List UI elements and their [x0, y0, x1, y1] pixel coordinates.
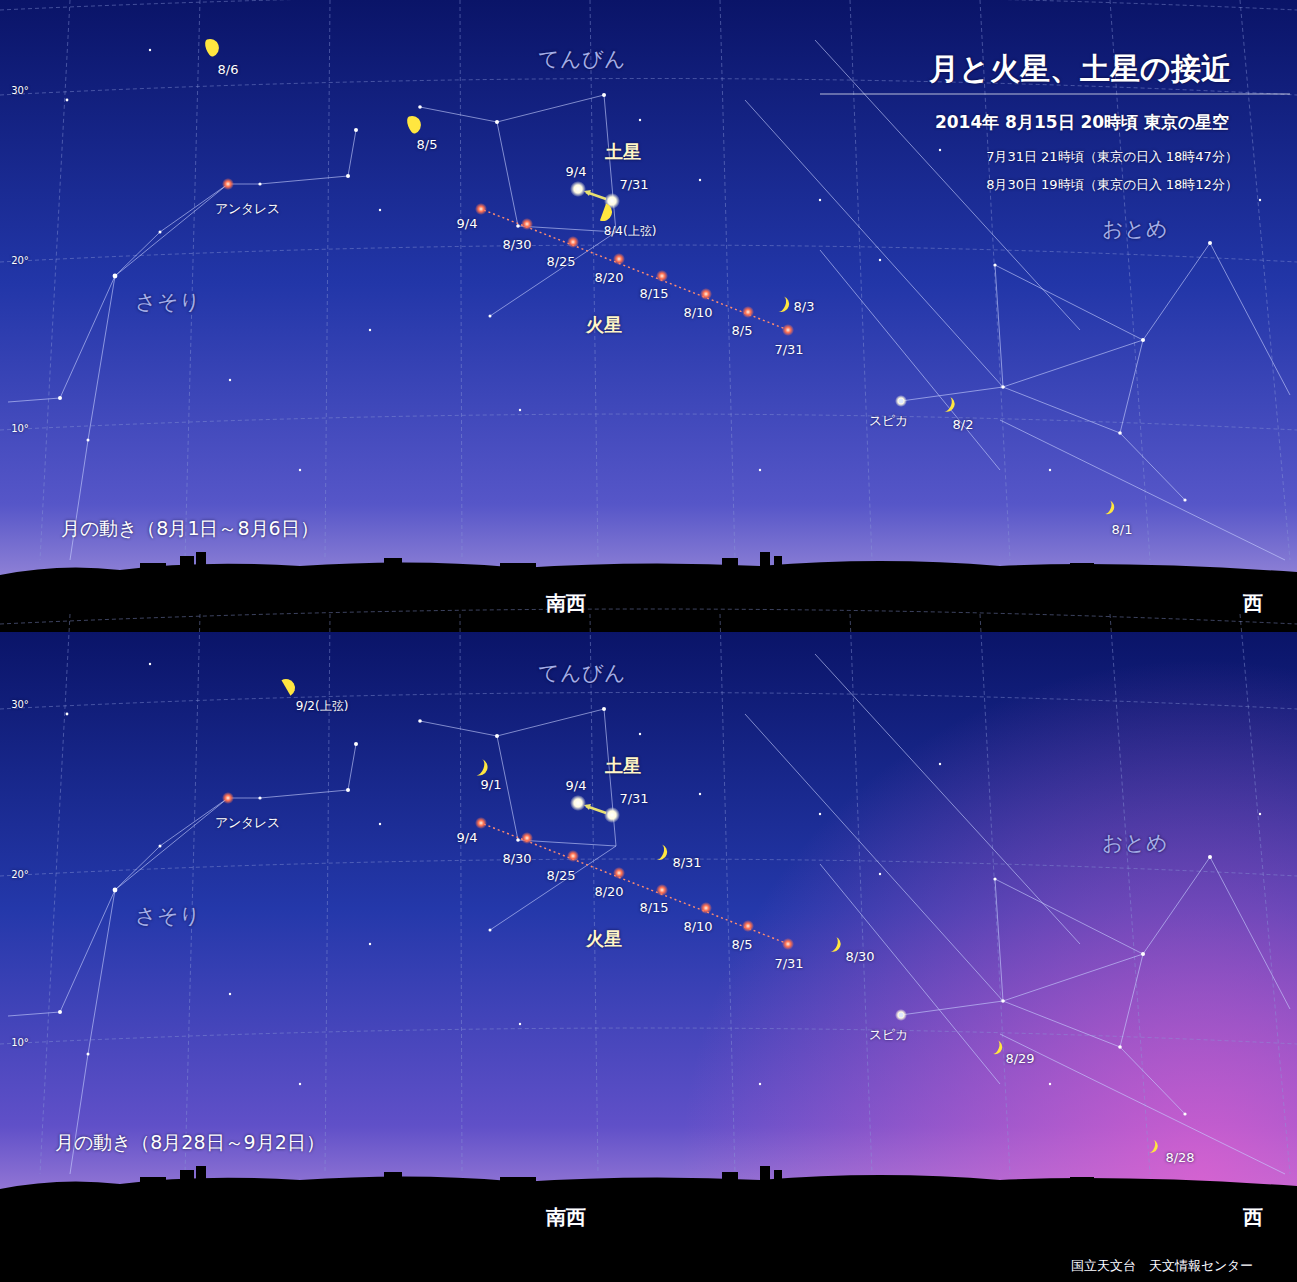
date-label: 7/31	[619, 792, 648, 806]
date-label: 9/4	[457, 217, 478, 231]
panel-top	[0, 0, 1297, 632]
panel-caption: 月の動き（8月28日～9月2日）	[55, 1132, 324, 1153]
date-label: 7/31	[774, 957, 803, 971]
altitude-mark: 10°	[11, 423, 29, 434]
altitude-mark: 20°	[11, 255, 29, 266]
planet-name: 火星	[586, 315, 622, 335]
star-name: アンタレス	[215, 202, 280, 216]
date-label: 8/20	[594, 271, 623, 285]
date-label: 8/15	[639, 901, 668, 915]
date-label: 9/4	[566, 779, 587, 793]
moon-date: 8/31	[672, 856, 701, 870]
star-name: スピカ	[869, 1028, 908, 1042]
date-label: 8/30	[502, 852, 531, 866]
altitude-mark: 20°	[11, 869, 29, 880]
direction-label: 西	[1243, 592, 1263, 614]
date-label: 8/25	[546, 255, 575, 269]
sky-bottom	[0, 630, 1297, 1250]
date-label: 7/31	[619, 178, 648, 192]
panel-caption: 月の動き（8月1日～8月6日）	[61, 518, 318, 539]
date-label: 7/31	[774, 343, 803, 357]
moon-date: 8/5	[417, 138, 438, 152]
moon-date: 8/6	[218, 63, 239, 77]
moon-date: 8/1	[1112, 523, 1133, 537]
subtitle: 2014年 8月15日 20時頃 東京の星空	[935, 113, 1229, 132]
date-label: 8/20	[594, 885, 623, 899]
altitude-mark: 30°	[11, 699, 29, 710]
moon-date: 8/29	[1005, 1052, 1034, 1066]
date-label: 8/25	[546, 869, 575, 883]
sky-top	[0, 0, 1297, 630]
altitude-mark: 30°	[11, 85, 29, 96]
altitude-mark: 10°	[11, 1037, 29, 1048]
date-label: 8/30	[502, 238, 531, 252]
time-note: 7月31日 21時頃（東京の日入 18時47分）	[986, 150, 1238, 164]
constellation-name: おとめ	[1102, 832, 1168, 855]
constellation-name: さそり	[135, 291, 201, 314]
date-label: 9/4	[457, 831, 478, 845]
panel-bottom	[0, 609, 1297, 1246]
direction-label: 西	[1243, 1206, 1263, 1228]
date-label: 8/5	[732, 938, 753, 952]
moon-date: 8/2	[953, 418, 974, 432]
footer-strip	[0, 1246, 1297, 1282]
planet-name: 火星	[586, 929, 622, 949]
moon-date: 9/1	[481, 778, 502, 792]
credit: 国立天文台 天文情報センター	[1071, 1259, 1253, 1273]
planet-name: 土星	[605, 756, 641, 776]
chart-title: 月と火星、土星の接近	[929, 52, 1231, 85]
star-name: スピカ	[869, 414, 908, 428]
twilight-glow	[0, 630, 1297, 1250]
moon-date: 9/2(上弦)	[296, 700, 349, 713]
moon-date: 8/3	[794, 300, 815, 314]
direction-label: 南西	[546, 1206, 586, 1228]
star-name: アンタレス	[215, 816, 280, 830]
time-note: 8月30日 19時頃（東京の日入 18時12分）	[986, 178, 1238, 192]
planet-name: 土星	[605, 142, 641, 162]
date-label: 8/10	[683, 306, 712, 320]
date-label: 8/10	[683, 920, 712, 934]
moon-date: 8/30	[845, 950, 874, 964]
constellation-name: てんびん	[538, 662, 626, 685]
moon-date: 8/4(上弦)	[604, 225, 657, 238]
date-label: 9/4	[566, 165, 587, 179]
direction-label: 南西	[546, 592, 586, 614]
constellation-name: てんびん	[538, 48, 626, 71]
date-label: 8/5	[732, 324, 753, 338]
constellation-name: おとめ	[1102, 218, 1168, 241]
constellation-name: さそり	[135, 905, 201, 928]
date-label: 8/15	[639, 287, 668, 301]
moon-date: 8/28	[1165, 1151, 1194, 1165]
